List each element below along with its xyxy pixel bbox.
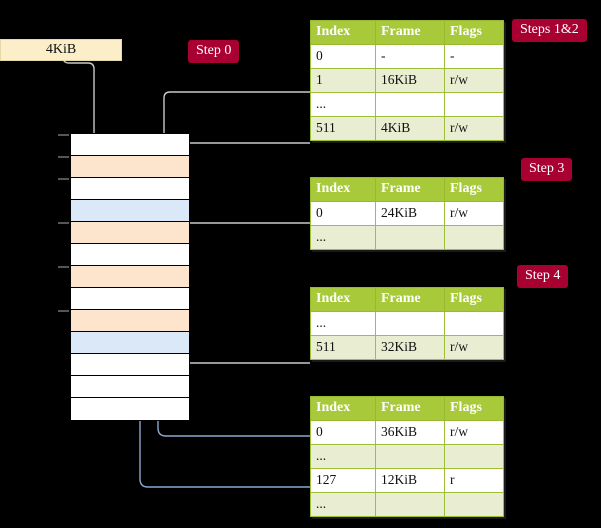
cell-flags: [444, 225, 504, 250]
cell-flags: r/w: [444, 68, 504, 93]
column-header-flags: Flags: [444, 177, 504, 202]
memory-frame-row: [58, 266, 189, 288]
table-row[interactable]: ...: [310, 492, 504, 517]
memory-frame-row: [58, 156, 189, 178]
column-header-index: Index: [310, 287, 376, 312]
cell-frame: [375, 225, 445, 250]
cell-frame: 32KiB: [375, 335, 445, 360]
conn-l2-511-to-memory: [177, 318, 310, 364]
cell-index: 127: [310, 468, 376, 493]
cell-frame: 16KiB: [375, 68, 445, 93]
table-row[interactable]: ...: [310, 311, 504, 336]
column-header-frame: Frame: [375, 20, 445, 45]
cell-index: ...: [310, 492, 376, 517]
cell-flags: r/w: [444, 201, 504, 226]
cell-frame: 12KiB: [375, 468, 445, 493]
memory-frame-row: [58, 134, 189, 156]
table-row[interactable]: ...: [310, 225, 504, 250]
memory-frame-row: [71, 376, 189, 398]
cell-flags: [444, 444, 504, 469]
cell-index: 511: [310, 116, 376, 141]
column-header-flags: Flags: [444, 287, 504, 312]
cell-frame: 24KiB: [375, 201, 445, 226]
cell-index: 1: [310, 68, 376, 93]
memory-frame-row: [58, 178, 189, 200]
frame-tick-mark: [58, 266, 69, 268]
cell-flags: [444, 311, 504, 336]
cell-frame: -: [375, 44, 445, 69]
cell-index: 0: [310, 420, 376, 445]
table-row[interactable]: 0--: [310, 44, 504, 69]
cell-index: ...: [310, 311, 376, 336]
column-header-index: Index: [310, 396, 376, 421]
cell-flags: r/w: [444, 116, 504, 141]
frame-tick-mark: [58, 134, 69, 136]
column-header-flags: Flags: [444, 20, 504, 45]
cell-flags: -: [444, 44, 504, 69]
table-row[interactable]: ...: [310, 444, 504, 469]
cell-flags: r/w: [444, 335, 504, 360]
badge-step-3: Step 3: [521, 158, 573, 181]
frame-tick-mark: [58, 310, 69, 312]
cell-frame: [375, 92, 445, 117]
cell-frame: [375, 492, 445, 517]
cell-index: ...: [310, 225, 376, 250]
cell-index: ...: [310, 444, 376, 469]
badge-step-4: Step 4: [517, 265, 569, 288]
frame-size-label: 4KiB: [0, 39, 122, 61]
column-header-frame: Frame: [375, 396, 445, 421]
memory-frame-row: [71, 244, 189, 266]
memory-frame-row: [71, 332, 189, 354]
column-header-frame: Frame: [375, 287, 445, 312]
memory-frame-row: [71, 200, 189, 222]
table-row[interactable]: ...: [310, 92, 504, 117]
cell-frame: [375, 311, 445, 336]
memory-frame-row: [71, 354, 189, 376]
column-header-frame: Frame: [375, 177, 445, 202]
cell-frame: 4KiB: [375, 116, 445, 141]
physical-memory-column: [58, 133, 190, 421]
column-header-index: Index: [310, 20, 376, 45]
memory-frame-row: [58, 310, 189, 332]
frame-tick-mark: [58, 222, 69, 224]
column-header-flags: Flags: [444, 396, 504, 421]
column-header-index: Index: [310, 177, 376, 202]
cell-flags: r: [444, 468, 504, 493]
frame-tick-mark: [58, 178, 69, 180]
cell-index: 0: [310, 44, 376, 69]
badge-step-0: Step 0: [188, 40, 240, 63]
cell-index: ...: [310, 92, 376, 117]
memory-frame-row: [71, 288, 189, 310]
cell-flags: r/w: [444, 420, 504, 445]
cell-frame: 36KiB: [375, 420, 445, 445]
cell-flags: [444, 92, 504, 117]
badge-steps-1and2: Steps 1&2: [512, 19, 587, 42]
cell-index: 511: [310, 335, 376, 360]
cell-index: 0: [310, 201, 376, 226]
cell-flags: [444, 492, 504, 517]
memory-frame-row: [58, 222, 189, 244]
memory-frame-row: [71, 398, 189, 420]
frame-tick-mark: [58, 156, 69, 158]
cell-frame: [375, 444, 445, 469]
